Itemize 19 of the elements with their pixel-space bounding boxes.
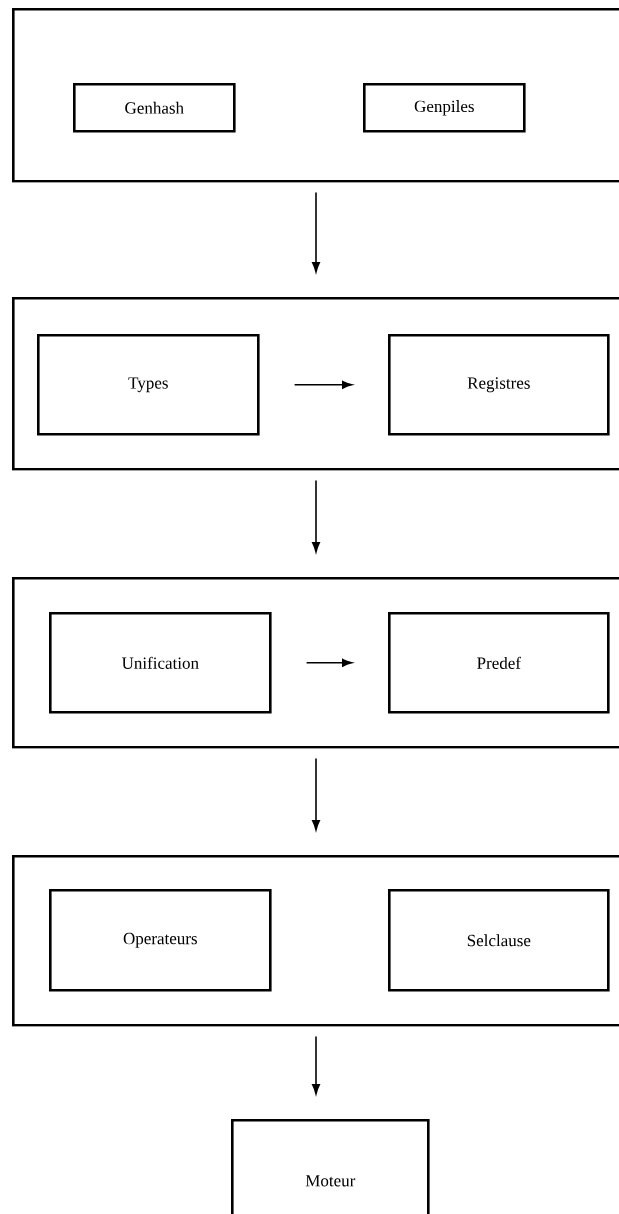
arrow	[312, 191, 320, 273]
group-box	[12, 297, 619, 471]
module-box: Genhash	[73, 83, 236, 133]
arrow	[293, 380, 353, 389]
module-box: Operateurs	[49, 889, 272, 992]
arrow	[312, 479, 320, 553]
arrow	[305, 658, 353, 667]
group-box	[12, 855, 619, 1027]
module-box: Unification	[49, 612, 272, 714]
module-box: Registres	[388, 334, 610, 436]
module-box: Types	[37, 334, 260, 436]
module-box: Predef	[388, 612, 610, 714]
module-box: Selclause	[388, 889, 610, 992]
arrow	[312, 757, 320, 831]
module-box: Moteur	[231, 1119, 430, 1214]
module-box: Genpiles	[363, 83, 526, 133]
group-box	[12, 577, 619, 749]
arrow	[312, 1035, 320, 1095]
group-box	[12, 8, 619, 183]
